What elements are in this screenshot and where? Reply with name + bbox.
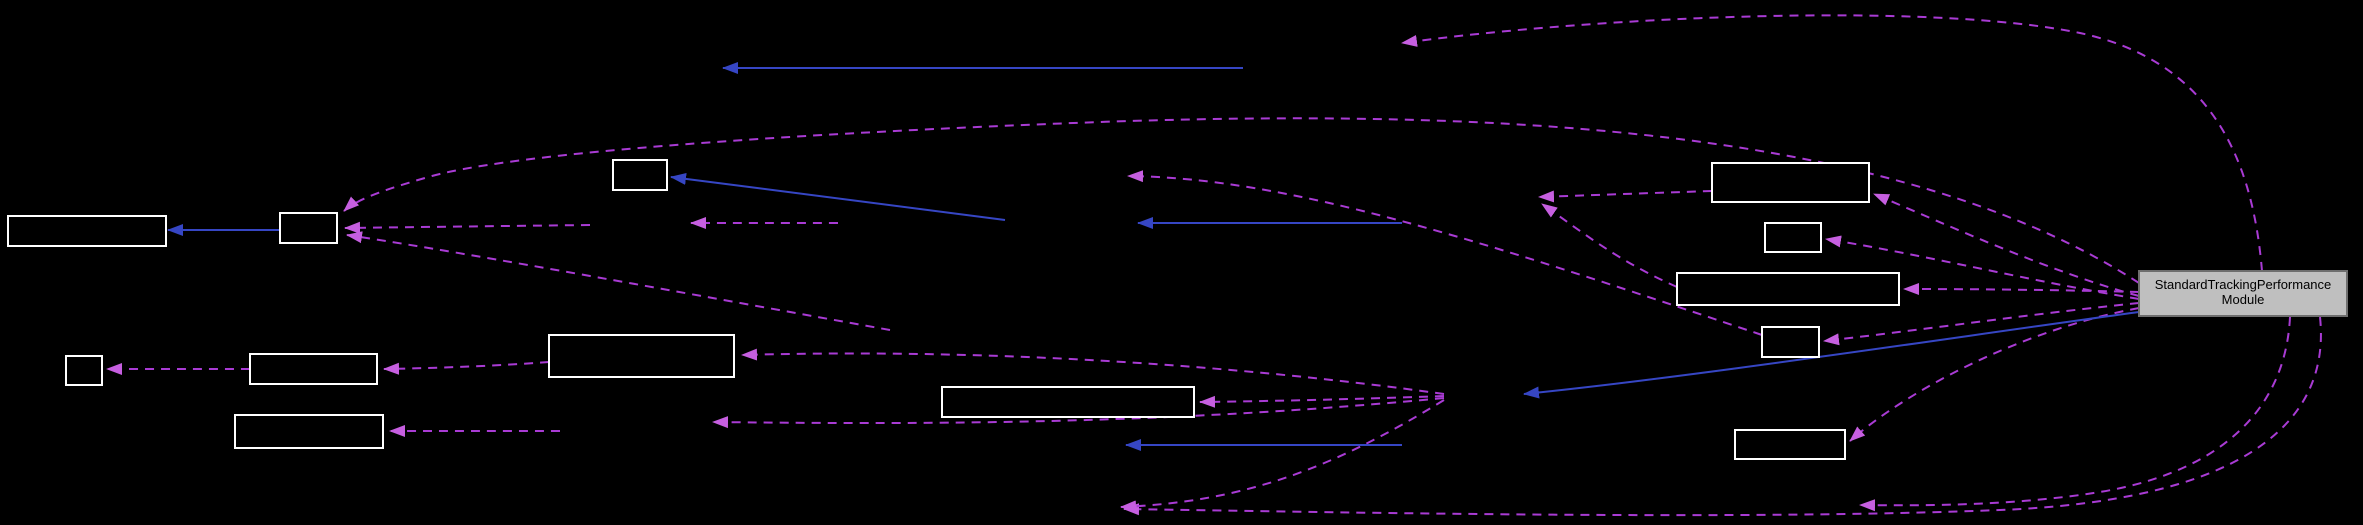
graph-edge-dashed: [1120, 399, 1445, 513]
graph-node-n3[interactable]: [612, 159, 668, 191]
graph-node-n1[interactable]: [7, 215, 167, 247]
graph-node-n12[interactable]: [1761, 326, 1820, 358]
graph-node-n5[interactable]: [249, 353, 378, 385]
graph-edge-dashed: [1538, 190, 1713, 203]
graph-node-n8[interactable]: [941, 386, 1195, 418]
graph-edge-dashed: [344, 221, 591, 234]
graph-edge-dashed: [383, 361, 550, 375]
graph-edge-dashed: [1859, 316, 2291, 512]
graph-edge-dashed: [741, 348, 1445, 395]
graph-edge-dashed: [1541, 203, 1678, 288]
graph-node-main[interactable]: [2138, 270, 2348, 317]
edges-layer: [106, 14, 2322, 517]
graph-edge-dashed: [1823, 302, 2140, 346]
graph-node-n7[interactable]: [548, 334, 735, 378]
graph-node-n10[interactable]: [1764, 222, 1822, 253]
graph-edge-solid: [1523, 311, 2140, 399]
graph-edge-dashed: [712, 397, 1445, 429]
graph-node-n4[interactable]: [65, 355, 103, 386]
graph-edge-dashed: [1825, 235, 2140, 300]
graph-node-n6[interactable]: [234, 414, 384, 449]
graph-node-n13[interactable]: [1734, 429, 1846, 460]
graph-edge-dashed: [1199, 395, 1445, 408]
graph-node-n2[interactable]: [279, 212, 338, 244]
graph-edge-dashed: [1849, 307, 2140, 442]
graph-node-n11[interactable]: [1676, 272, 1900, 306]
graph-edge-dashed: [1123, 316, 2322, 517]
graph-edge-dashed: [1401, 14, 2263, 272]
graph-edge-dashed: [346, 231, 891, 331]
graph-edge-dashed: [1903, 283, 2140, 296]
graph-edge-solid: [670, 172, 1006, 221]
graph-node-n9[interactable]: [1711, 162, 1870, 203]
graph-edge-dashed: [1127, 170, 1763, 336]
graph-edge-dashed: [1873, 193, 2140, 297]
